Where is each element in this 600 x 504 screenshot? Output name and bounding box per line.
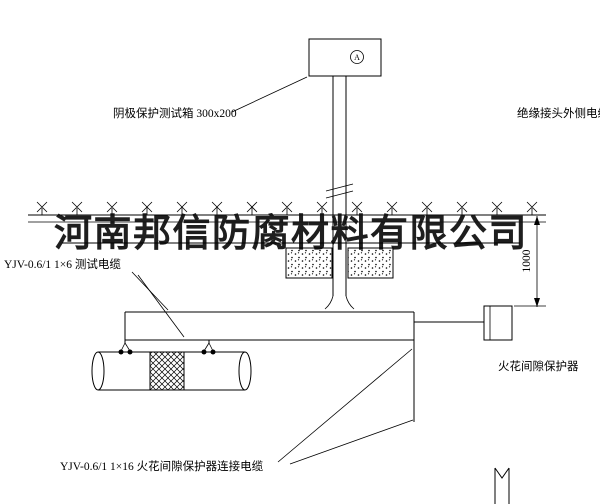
spark-gap-box [483, 305, 513, 341]
spark-cable-leader-2 [289, 419, 414, 465]
spark-gap-protector [483, 305, 513, 341]
test-box-label: 阴极保护测试箱 300x200 [113, 106, 237, 120]
insulated-joint-cable-label: 绝缘接头外侧电缆 [517, 106, 600, 120]
test-box-leader-line [231, 76, 308, 113]
cable-weld-dot [127, 349, 133, 355]
pipe-break-symbol [494, 467, 510, 504]
concrete-block-right [347, 247, 394, 279]
ammeter-letter: A [354, 53, 360, 62]
ammeter-symbol [350, 50, 364, 64]
conduit-break-mark [325, 190, 354, 199]
ground-hatch [36, 201, 538, 215]
dimension-1000: 1000 [514, 216, 546, 307]
test-box-outline [308, 38, 382, 77]
concrete-blocks [285, 247, 394, 279]
pipe-end-left [91, 351, 105, 391]
cable-tail-right [345, 295, 355, 310]
dimension-text: 1000 [521, 249, 533, 272]
concrete-block-left [285, 247, 333, 279]
insulating-joint-hatch [149, 351, 185, 391]
cable-weld-dot [118, 349, 124, 355]
pipe-end-right [238, 351, 252, 391]
cable-routing [120, 311, 484, 422]
riser-conduit [324, 76, 355, 310]
dimension-arrow-bottom [534, 298, 540, 307]
cable-weld-dot [201, 349, 207, 355]
dimension-arrow-top [534, 216, 540, 225]
spark-gap-label: 火花间隙保护器 [498, 359, 579, 373]
ground [28, 201, 546, 223]
cable-weld-dot [210, 349, 216, 355]
test-cable-label: YJV-0.6/1 1×6 测试电缆 [4, 258, 121, 271]
cable-tail-left [324, 295, 334, 310]
test-box: A [308, 38, 382, 77]
spark-gap-cable-label: YJV-0.6/1 1×16 火花间隙保护器连接电缆 [60, 459, 264, 473]
spark-cable-leader-1 [277, 348, 413, 463]
pipe [91, 349, 252, 391]
conduit-break-mark [325, 183, 354, 192]
test-cable-leader-2 [137, 274, 185, 338]
